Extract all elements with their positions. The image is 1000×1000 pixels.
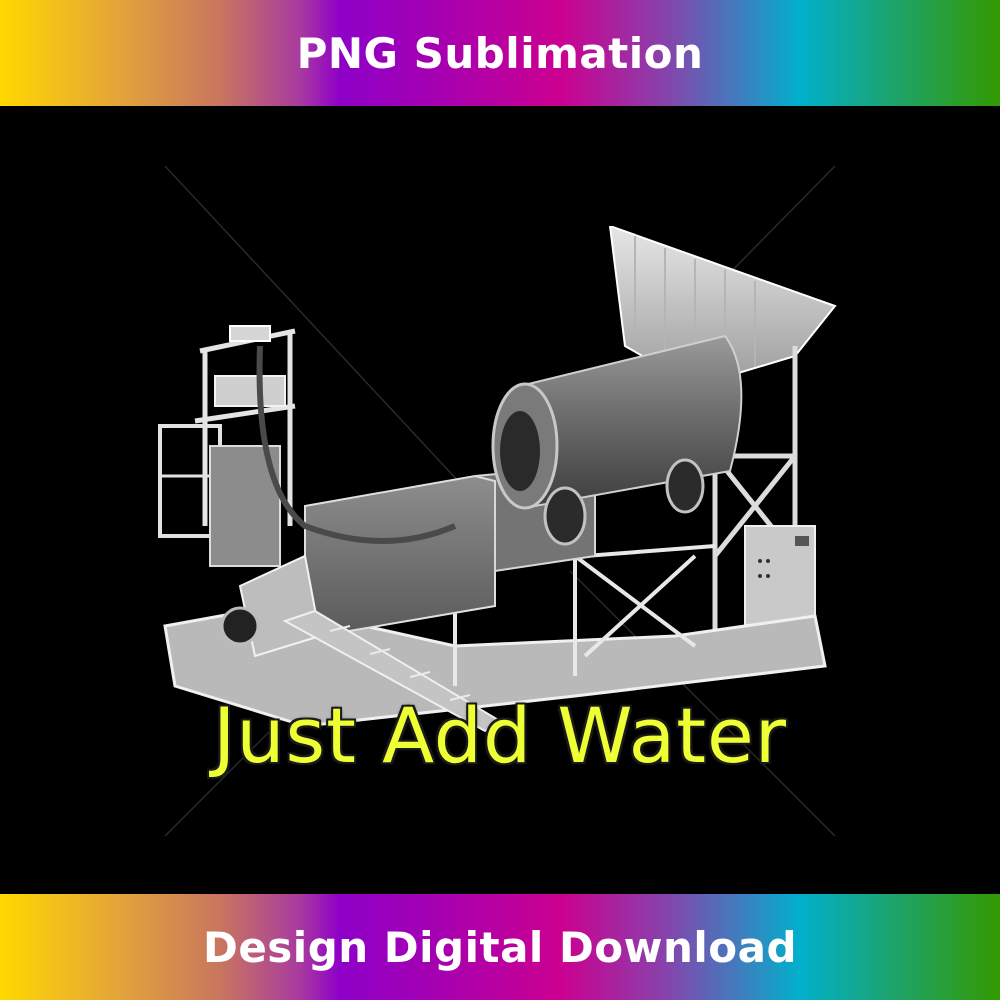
top-banner: PNG Sublimation	[0, 0, 1000, 106]
headline-text: Just Add Water	[212, 691, 788, 780]
banner-footer-title: Design Digital Download	[202, 922, 798, 972]
banner-title: PNG Sublimation	[296, 28, 704, 78]
trommel-machine-illustration	[158, 226, 837, 733]
design-canvas: Just Add Water	[0, 106, 1000, 894]
bottom-banner: Design Digital Download	[0, 894, 1000, 1000]
